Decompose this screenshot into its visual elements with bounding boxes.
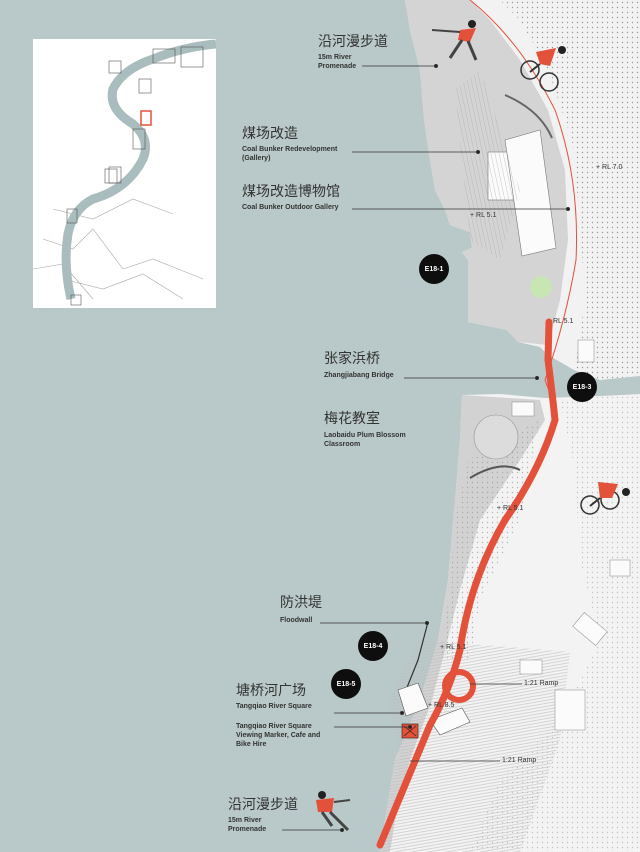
label-cn: 塘桥河广场 [236, 683, 306, 699]
level-rl51-classroom: + RL 5.1 [497, 505, 524, 512]
label-en: 15m River Promenade [228, 817, 267, 834]
north-curved-seat [504, 94, 553, 139]
bridge-pavilion [577, 339, 595, 363]
label-en: Floodwall [280, 617, 313, 625]
label-en: Tangqiao River Square [236, 703, 312, 711]
level-rl51-floodwall: + RL 5.1 [440, 644, 467, 651]
cyclist-icon [580, 482, 630, 515]
classroom-pavilion [511, 401, 535, 417]
label-en: Coal Bunker Outdoor Gallery [242, 204, 339, 212]
label-cn: 沿河漫步道 [228, 797, 298, 813]
zone-badge-e18-1: E18-1 [419, 254, 449, 284]
leader-lines [282, 64, 571, 833]
urban-building-a [572, 612, 608, 646]
classroom-curved-wall [469, 465, 521, 479]
label-coal-bunker: 煤场改造 Coal Bunker Redevelopment (Gallery) [242, 126, 352, 164]
ramp-lower-label: 1:21 Ramp [502, 757, 537, 764]
label-viewing: Tangqiao River Square Viewing Marker, Ca… [236, 723, 336, 749]
walker-icon [431, 20, 478, 61]
label-en: Coal Bunker Redevelopment (Gallery) [242, 146, 338, 163]
label-classroom: 梅花教室 Laobaidu Plum Blossom Classroom [324, 411, 420, 450]
location-inset-map [32, 39, 217, 308]
label-en: Tangqiao River Square Viewing Marker, Ca… [236, 723, 321, 748]
plum-blossom-classroom [473, 414, 519, 460]
cyclist-icon [520, 46, 566, 92]
coal-bunker-steps [455, 70, 520, 260]
label-coal-gallery: 煤场改造博物馆 Coal Bunker Outdoor Gallery [242, 184, 362, 213]
square-kiosk-building [429, 707, 471, 736]
label-cn: 沿河漫步道 [318, 34, 388, 50]
label-cn: 防洪堤 [280, 595, 322, 611]
level-rl85: + RL 8.5 [428, 702, 455, 709]
urban-building-c [519, 659, 543, 675]
floodwall-planting [440, 420, 540, 660]
square-cafe-building [397, 682, 429, 717]
inset-river-svg [32, 39, 217, 306]
urban-building-b [554, 689, 586, 731]
level-rl70: + RL 7.0 [596, 164, 623, 171]
inset-site-marker [140, 110, 152, 126]
ramp-loop [442, 669, 476, 703]
label-promenade-top: 沿河漫步道 15m River Promenade [318, 34, 388, 72]
label-cn: 张家浜桥 [324, 351, 380, 367]
label-en: 15m River Promenade [318, 54, 357, 71]
ramp-upper-label: 1:21 Ramp [524, 680, 559, 687]
label-cn: 梅花教室 [324, 411, 380, 427]
label-promenade-bottom: 沿河漫步道 15m River Promenade [228, 797, 298, 835]
walker-icon [316, 791, 351, 832]
label-en: Laobaidu Plum Blossom Classroom [324, 432, 406, 449]
label-floodwall: 防洪堤 Floodwall [280, 595, 340, 626]
green-lawn [530, 276, 552, 298]
level-rl51-gallery: + RL 5.1 [470, 212, 497, 219]
level-rl51-bridge: RL 5.1 [553, 318, 574, 325]
coal-bunker-gallery-building [504, 129, 557, 257]
label-cn: 煤场改造博物馆 [242, 184, 340, 200]
label-en: Zhangjiabang Bridge [324, 372, 394, 380]
zone-badge-e18-5: E18-5 [331, 669, 361, 699]
zone-badge-e18-4: E18-4 [358, 631, 388, 661]
inset-river [61, 39, 217, 301]
urban-building-d [609, 559, 631, 577]
tangqiao-lower-paving [380, 740, 560, 852]
label-cn: 煤场改造 [242, 126, 298, 142]
label-square: 塘桥河广场 Tangqiao River Square [236, 683, 346, 712]
label-bridge: 张家浜桥 Zhangjiabang Bridge [324, 351, 414, 381]
zone-badge-e18-3: E18-3 [567, 372, 597, 402]
north-urban-fabric [500, 0, 640, 380]
